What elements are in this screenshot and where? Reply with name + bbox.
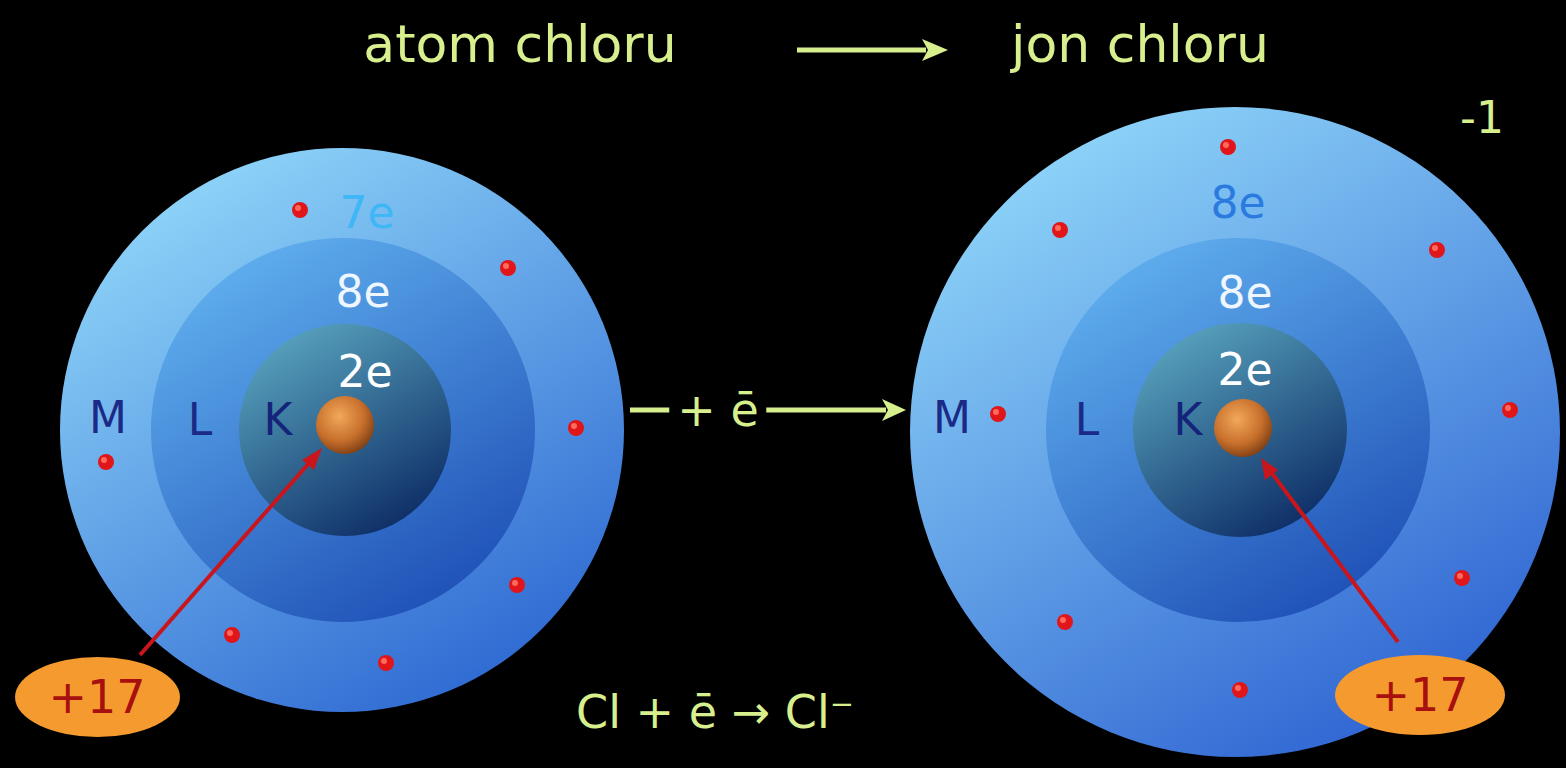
shell-letter: L: [188, 396, 213, 444]
electron-dot: [378, 655, 394, 671]
shell-disc: [1046, 238, 1430, 622]
electron-dot: [1429, 242, 1445, 258]
electron-count: 8e: [335, 268, 390, 316]
charge-oval: +17: [15, 657, 180, 737]
electron-dot: [1220, 139, 1236, 155]
electron-count: 8e: [1217, 269, 1272, 317]
electron-highlight: [1235, 685, 1241, 691]
shell-letter: L: [1075, 396, 1100, 444]
leader-arrow-head: [302, 448, 322, 470]
charge-oval: +17: [1335, 655, 1505, 735]
electron-dot: [1057, 614, 1073, 630]
electron-dot: [1232, 682, 1248, 698]
electron-highlight: [571, 423, 577, 429]
electron-shell-m: 7eM 8eL 2eK: [60, 148, 624, 712]
electron-count: 2e: [337, 348, 392, 396]
electron-shell-l: 8eL 2eK: [1046, 238, 1430, 622]
electron-highlight: [993, 409, 999, 415]
shell-disc: [60, 148, 624, 712]
nucleus: [316, 396, 374, 454]
oval-fill: [1335, 655, 1505, 735]
shell-disc: [910, 107, 1560, 757]
leader-line: [1271, 472, 1398, 642]
charge-label: -1: [1460, 94, 1504, 142]
electron-highlight: [1505, 405, 1511, 411]
shell-letter: K: [264, 396, 293, 444]
title-text: atom chloru: [363, 16, 676, 73]
leader-line: [140, 462, 310, 655]
shell-disc: [1133, 323, 1347, 537]
electron-dot: [1052, 222, 1068, 238]
electron-highlight: [1457, 573, 1463, 579]
electron-dot: [500, 260, 516, 276]
electron-dot: [292, 202, 308, 218]
charge-number: +17: [1371, 670, 1468, 721]
electron-highlight: [227, 630, 233, 636]
electron-dot: [224, 627, 240, 643]
electron-shell-m: 8eM 8eL 2eK: [910, 107, 1560, 757]
electron-count: 2e: [1217, 346, 1272, 394]
oval-fill: [15, 657, 180, 737]
electron-dot: [1454, 570, 1470, 586]
electron-highlight: [1432, 245, 1438, 251]
electron-highlight: [101, 457, 107, 463]
electron-count: 8e: [1210, 179, 1265, 227]
nucleus: [1214, 399, 1272, 457]
electron-shell-k: 2eK: [1133, 323, 1347, 537]
electron-dot: [509, 577, 525, 593]
electron-highlight: [512, 580, 518, 586]
electron-dot: [1502, 402, 1518, 418]
leader-arrow-head: [1261, 458, 1278, 480]
electron-highlight: [295, 205, 301, 211]
arrow-label: + ē: [669, 385, 766, 436]
charge-number: +17: [48, 672, 145, 723]
title-text: jon chloru: [1011, 16, 1269, 73]
electron-highlight: [503, 263, 509, 269]
electron-highlight: [1055, 225, 1061, 231]
electron-shell-l: 8eL 2eK: [151, 238, 535, 622]
electron-highlight: [1223, 142, 1229, 148]
electron-count: 7e: [339, 189, 394, 237]
arrow-head: [882, 399, 906, 421]
equation-text: Cl + ē → Cl⁻: [576, 687, 854, 738]
electron-highlight: [381, 658, 387, 664]
title-arrow-line: [797, 48, 926, 53]
shell-disc: [151, 238, 535, 622]
electron-dot: [568, 420, 584, 436]
shell-letter: M: [89, 394, 127, 442]
electron-dot: [990, 406, 1006, 422]
shell-letter: K: [1174, 396, 1203, 444]
shell-letter: M: [933, 394, 971, 442]
electron-highlight: [1060, 617, 1066, 623]
electron-dot: [98, 454, 114, 470]
title-arrow-head: [922, 39, 948, 61]
